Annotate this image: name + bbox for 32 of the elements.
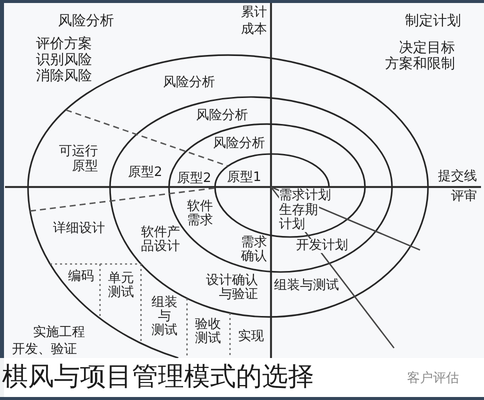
phase-label: 风险分析: [213, 137, 265, 151]
phase-label: 需求计划: [279, 189, 331, 203]
quadrant-label: 客户评估: [407, 372, 459, 386]
phase-label: 编码: [68, 270, 94, 284]
phase-label: 原型1: [227, 171, 262, 185]
phase-label: 组装与测试: [274, 279, 339, 293]
quadrant-note: 评价方案识别风险消除风险: [35, 36, 92, 84]
quadrant-label: 制定计划: [405, 14, 461, 28]
phase-label: 风险分析: [163, 76, 215, 90]
phase-label: 组装与测试: [151, 296, 178, 338]
axis-label: 评审: [451, 190, 477, 204]
phase-label: 原型2: [128, 166, 162, 180]
phase-label: 验收测试: [195, 318, 222, 346]
phase-label: 实现: [238, 330, 264, 344]
caption-text: 棋风与项目管理模式的选择: [2, 361, 314, 394]
phase-label: 开发计划: [296, 239, 348, 253]
phase-label: 软件需求: [187, 200, 214, 228]
quadrant-label: 实施工程: [33, 326, 85, 340]
phase-label: 原型2: [177, 172, 212, 186]
quadrant-label: 风险分析: [58, 14, 114, 28]
phase-label: 单元测试: [108, 272, 135, 300]
phase-label: 可运行原型: [58, 144, 98, 174]
phase-label: 设计确认与验证: [205, 274, 258, 302]
phase-label: 风险分析: [196, 109, 248, 123]
phase-label: 需求确认: [240, 236, 267, 264]
axis-label: 累计成本: [240, 4, 267, 38]
phase-label: 详细设计: [53, 222, 105, 236]
phase-label: 生存期计划: [279, 204, 319, 232]
phase-label: 软件产品设计: [140, 226, 180, 254]
axis-label: 提交线: [438, 170, 477, 184]
quadrant-note: 决定目标方案和限制: [384, 40, 455, 72]
quadrant-note: 开发、验证: [12, 343, 77, 357]
